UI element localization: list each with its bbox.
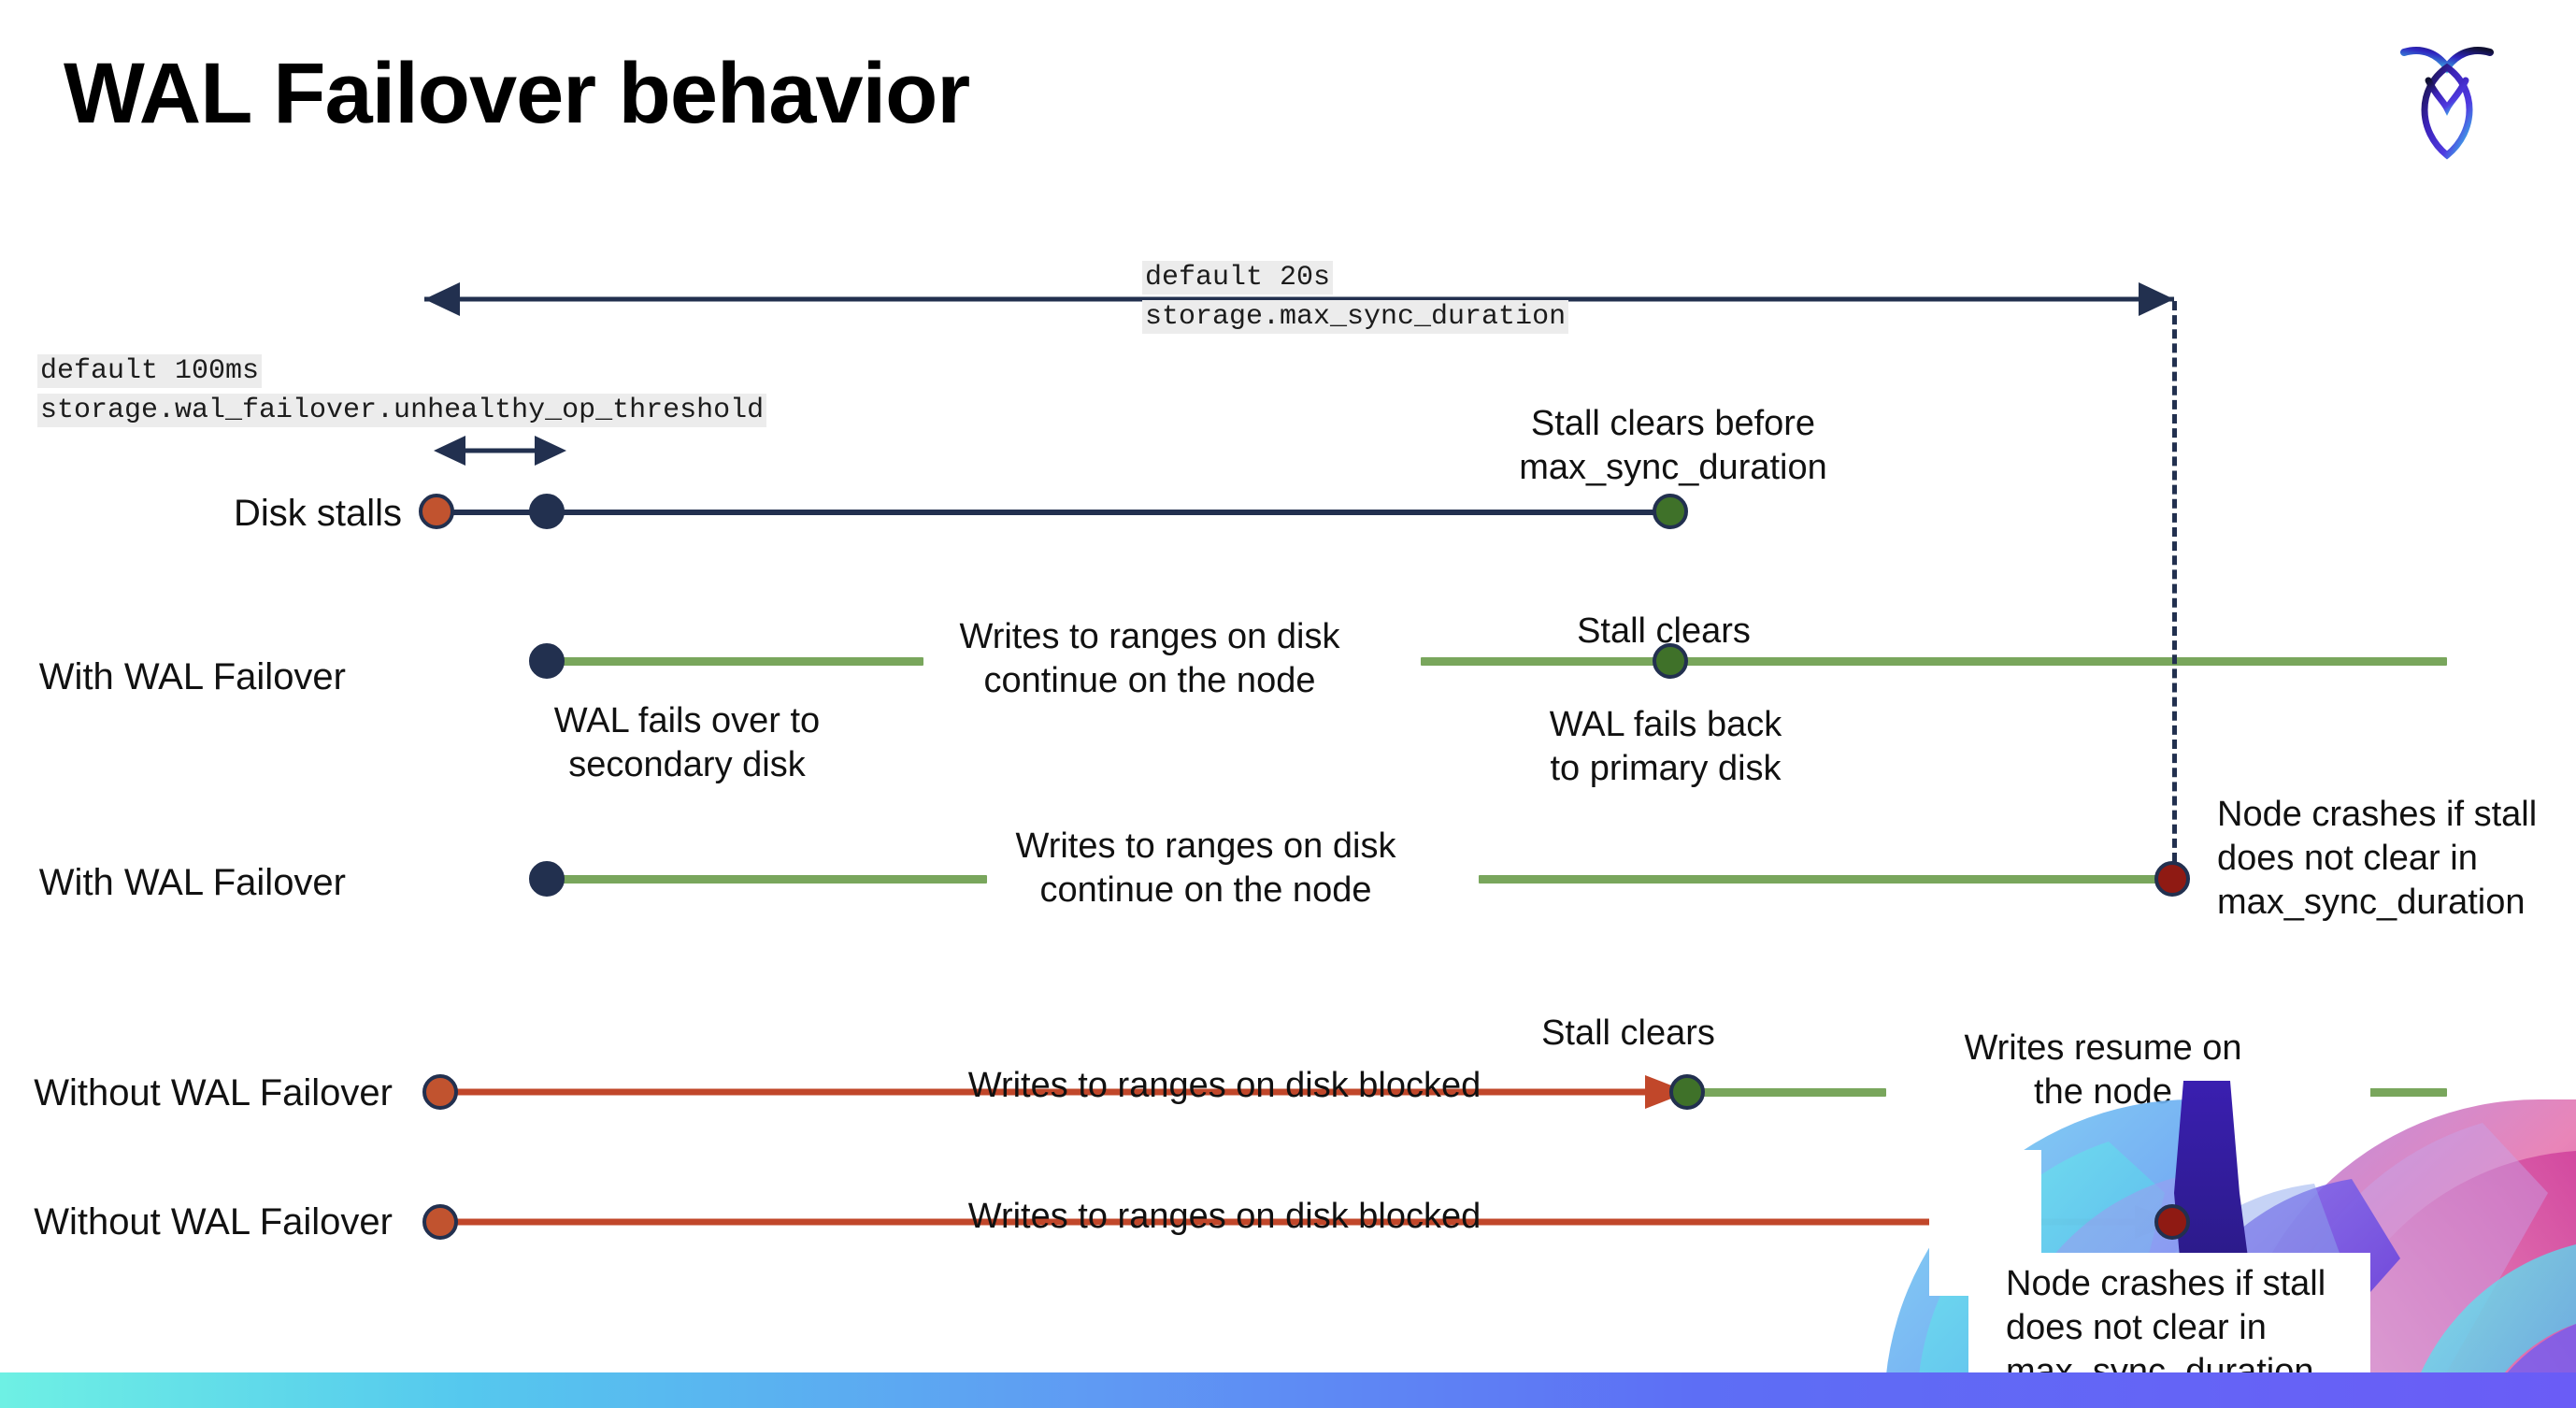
max-sync-default-label: default 20s [1142,261,1334,295]
annotation-stall-clears-3: Stall clears [1541,1013,1715,1053]
annotation-writes-blocked-2: Writes to ranges on disk blocked [967,1197,1481,1236]
row-label-disk-stalls: Disk stalls [233,493,402,534]
art-mask-top [2247,1056,2370,1126]
without-failover-2-start-dot [422,1204,458,1240]
with-failover-2-crash-dot [2154,861,2190,897]
without-failover-2-crash-dot [2154,1204,2190,1240]
max-sync-setting-label: storage.max_sync_duration [1142,300,1569,334]
with-failover-1-failover-dot [529,643,565,679]
cockroachdb-logo-icon [2395,34,2499,165]
with-failover-2-failover-dot [529,861,565,897]
row-label-with-wal-failover-2: With WAL Failover [38,862,346,903]
annotation-stall-clears-before: Stall clears before max_sync_duration [1519,404,1827,487]
annotation-wal-fails-over: WAL fails over to secondary disk [553,701,821,784]
disk-stall-clear-dot [1653,494,1688,529]
disk-stall-start-dot [419,494,454,529]
disk-stall-failover-dot [529,494,565,529]
annotation-writes-continue-1: Writes to ranges on disk continue on the… [959,617,1340,700]
unhealthy-op-threshold-code: default 100ms storage.wal_failover.unhea… [37,352,767,430]
row-label-with-wal-failover-1: With WAL Failover [38,656,346,697]
bottom-gradient-bar [0,1372,2576,1408]
page-title: WAL Failover behavior [64,46,970,141]
annotation-writes-blocked-1: Writes to ranges on disk blocked [967,1066,1481,1105]
unhealthy-op-setting-label: storage.wal_failover.unhealthy_op_thresh… [37,394,767,427]
with-failover-1-segment-b [1421,657,2447,666]
without-failover-1-clear-dot [1669,1074,1705,1110]
without-failover-1-resume-segment [1688,1088,1886,1097]
with-failover-2-segment-b [1479,875,2170,884]
max-sync-duration-connector [2172,301,2177,862]
unhealthy-op-default-label: default 100ms [37,354,263,388]
with-failover-1-segment-a [550,657,923,666]
max-sync-duration-code: default 20s storage.max_sync_duration [1142,258,1569,337]
annotation-stall-clears-2: Stall clears [1577,611,1751,651]
annotation-writes-continue-2: Writes to ranges on disk continue on the… [1015,826,1396,910]
with-failover-2-segment-a [550,875,987,884]
annotation-wal-fails-back: WAL fails back to primary disk [1549,705,1782,788]
with-failover-1-clear-dot [1653,643,1688,679]
art-mask-left [1929,1150,2041,1296]
row-label-without-wal-failover-1: Without WAL Failover [34,1072,393,1113]
annotation-node-crashes-1: Node crashes if stall does not clear in … [2217,795,2538,922]
annotation-writes-resume: Writes resume on the node [1964,1028,2242,1112]
disk-stalls-timeline [437,510,1671,515]
without-failover-1-start-dot [422,1074,458,1110]
row-label-without-wal-failover-2: Without WAL Failover [34,1201,393,1243]
